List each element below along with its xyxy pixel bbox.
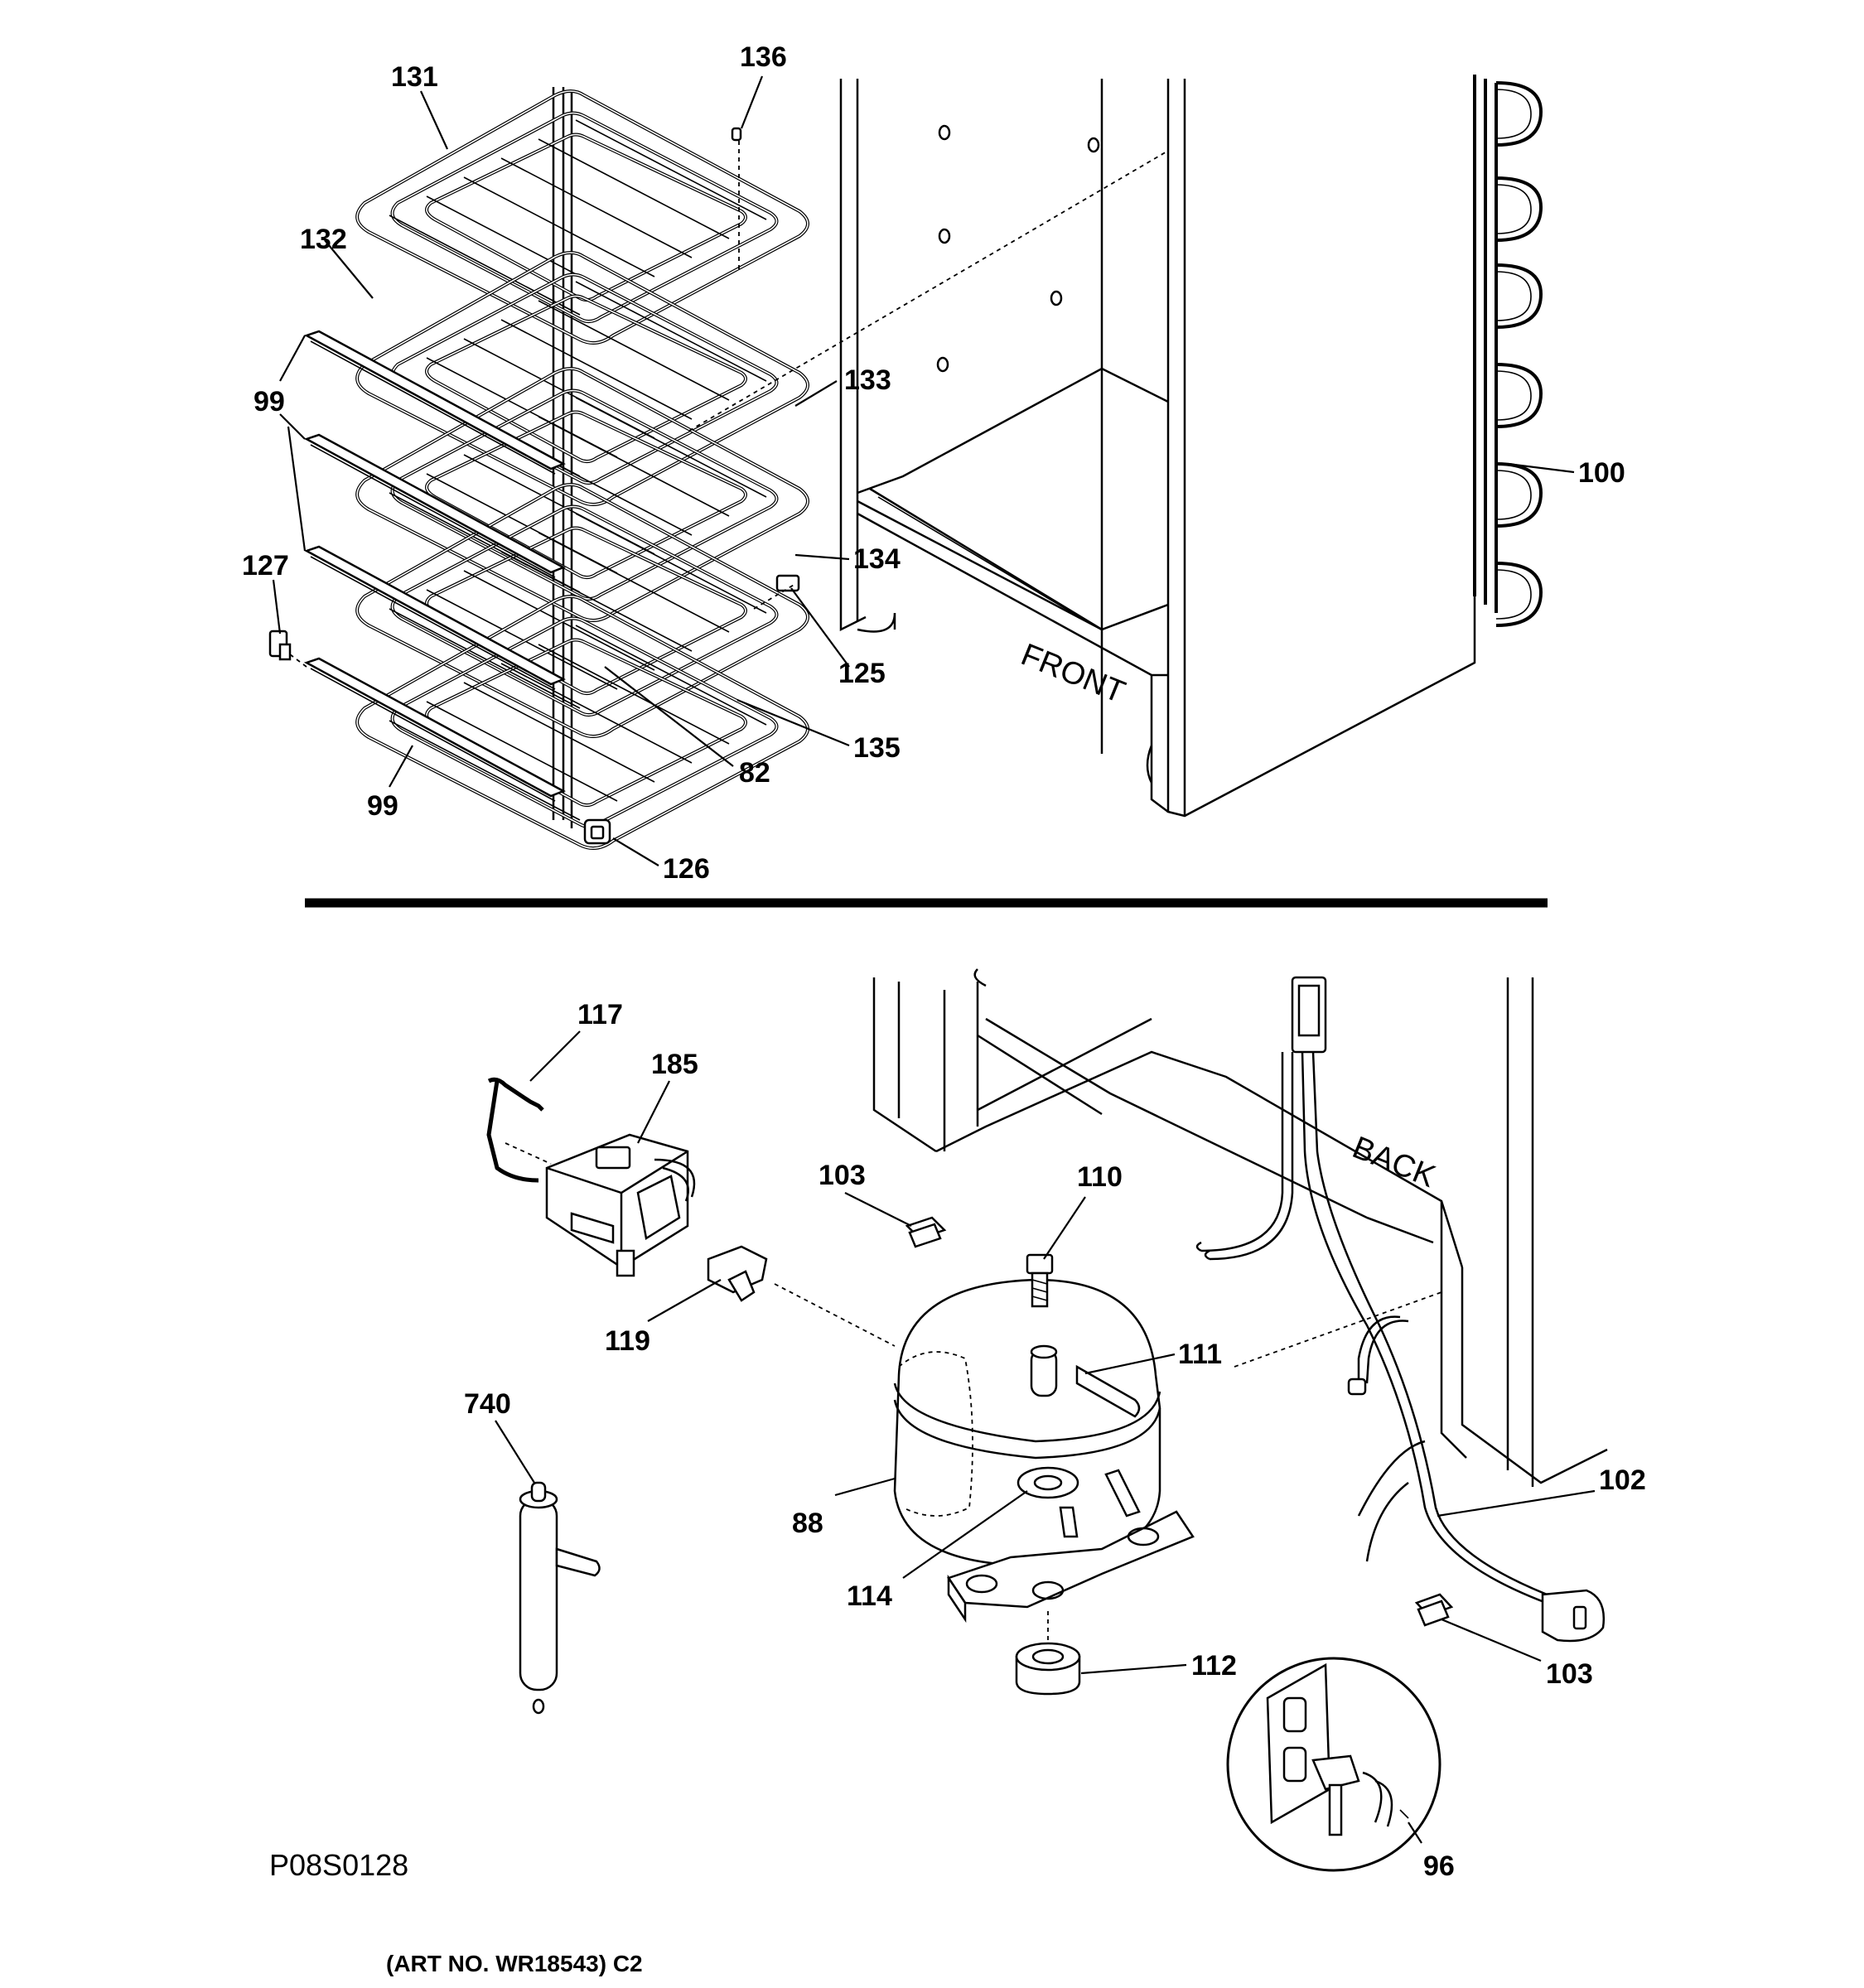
condenser-loop: [1495, 81, 1543, 147]
callout-labels: 131 136 132 99 133 100 127 134 125 135 8…: [242, 41, 1646, 1882]
condenser-loop: [1495, 562, 1543, 627]
callout-112: 112: [1191, 1650, 1237, 1682]
callout-185: 185: [651, 1049, 698, 1080]
evaporator-shelf: [355, 89, 809, 345]
callout-119: 119: [605, 1325, 650, 1357]
relay-overload: [486, 1077, 696, 1277]
callout-132: 132: [300, 224, 347, 255]
callout-103-upper: 103: [819, 1160, 866, 1191]
power-cord: [1195, 976, 1606, 1643]
callout-99-upper: 99: [254, 386, 285, 417]
callout-110: 110: [1077, 1161, 1123, 1193]
callout-125: 125: [838, 658, 886, 689]
clip-125: [775, 574, 800, 592]
callout-127: 127: [242, 550, 289, 581]
callout-114: 114: [847, 1580, 892, 1612]
clip-103-upper: [905, 1216, 947, 1248]
callout-126: 126: [663, 853, 710, 885]
callout-117: 117: [577, 999, 623, 1030]
callout-100: 100: [1578, 457, 1625, 489]
compressor: [893, 1253, 1195, 1624]
figure-id: P08S0128: [269, 1848, 408, 1882]
callout-96: 96: [1423, 1850, 1455, 1882]
callout-740: 740: [464, 1388, 511, 1420]
callout-136: 136: [740, 41, 787, 73]
clip-126: [583, 818, 611, 845]
shelf-rails: [303, 330, 566, 802]
callout-leaders: [272, 75, 1596, 1844]
back-label: BACK: [1348, 1130, 1441, 1194]
wall-outlet-detail: [1226, 1657, 1441, 1872]
condenser-loop: [1495, 176, 1543, 242]
callout-111: 111: [1178, 1339, 1222, 1370]
front-label: FRONT: [1017, 637, 1130, 710]
callout-99-lower: 99: [367, 790, 398, 822]
callout-103-lower: 103: [1546, 1658, 1593, 1690]
clip-136: [731, 127, 742, 142]
evaporator-shelf: [355, 367, 809, 622]
clip-127: [268, 630, 292, 661]
freezer-cabinet: FRONT: [839, 79, 1476, 818]
clip-103-lower: [1414, 1593, 1454, 1627]
condenser-loop: [1495, 363, 1543, 428]
callout-102: 102: [1599, 1464, 1646, 1496]
condenser-loop: [1495, 462, 1543, 528]
callout-134: 134: [853, 543, 901, 575]
connector-119: [707, 1245, 768, 1302]
callout-88: 88: [792, 1508, 823, 1539]
evaporator-shelf-assembly: [355, 87, 809, 850]
condenser-coil: [1473, 75, 1543, 627]
callout-133: 133: [844, 364, 891, 396]
callout-135: 135: [853, 732, 901, 764]
art-number: (ART NO. WR18543) C2: [386, 1951, 643, 1976]
grommet-112: [1015, 1642, 1081, 1696]
callout-82: 82: [739, 757, 770, 789]
condenser-loop: [1495, 263, 1543, 329]
drier-740: [519, 1481, 601, 1715]
callout-131: 131: [391, 61, 438, 93]
